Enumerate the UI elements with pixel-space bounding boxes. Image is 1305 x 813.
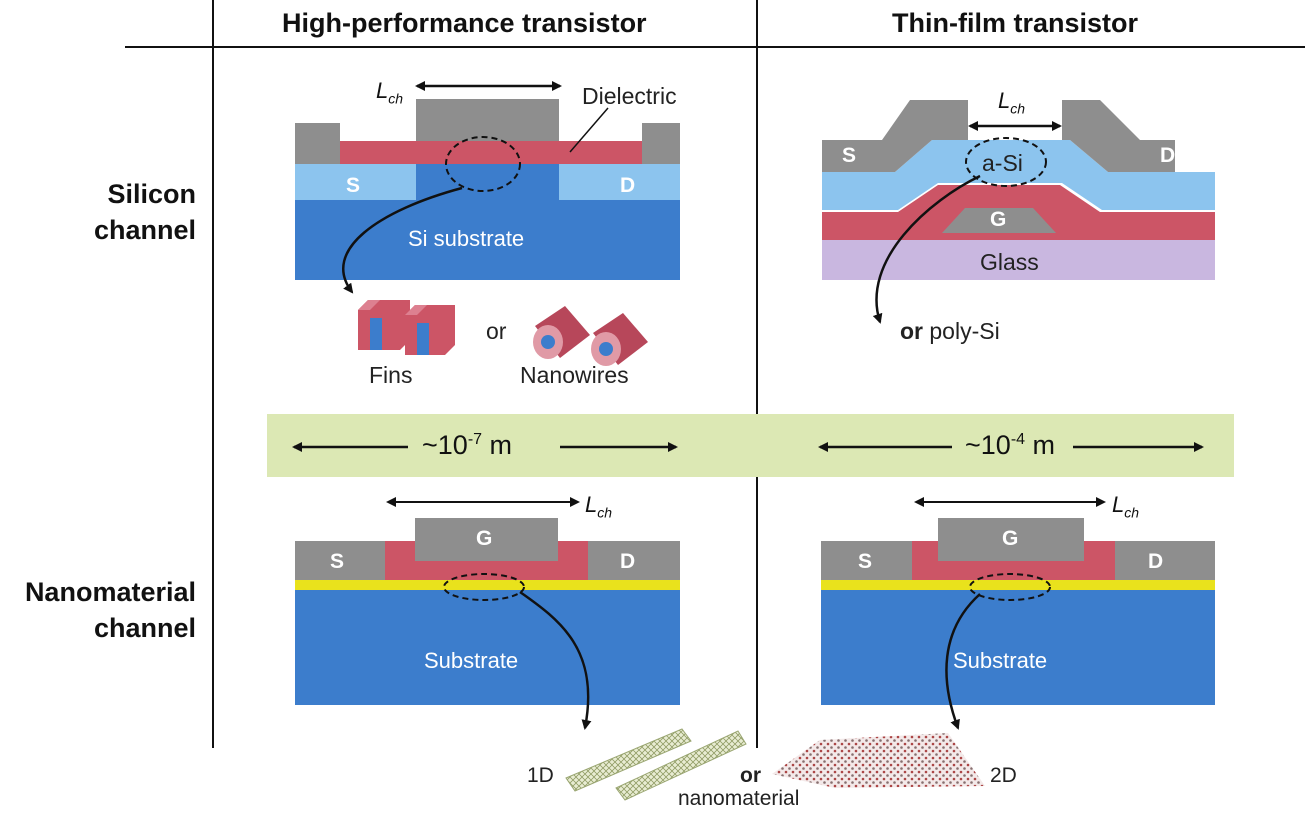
hp-si-source-label: S bbox=[346, 174, 361, 197]
tft-nano-source-label: S bbox=[858, 550, 873, 573]
tft-si-source-label: S bbox=[842, 144, 857, 167]
lch-subscript: ch bbox=[1010, 100, 1026, 117]
2d-label: 2D bbox=[990, 764, 1017, 787]
tft-nano-substrate-label: Substrate bbox=[953, 648, 1048, 673]
scale-band bbox=[267, 414, 1234, 477]
si-substrate-label: Si substrate bbox=[408, 226, 525, 251]
nanowires-illustration bbox=[533, 306, 648, 366]
tft-nano-drain-label: D bbox=[1148, 550, 1164, 573]
hp-si-lch-label: Lch bbox=[376, 78, 403, 106]
hp-silicon-device bbox=[295, 81, 680, 294]
dielectric-label: Dielectric bbox=[582, 83, 677, 109]
hp-nano-substrate-label: Substrate bbox=[424, 648, 519, 673]
tft-nano-gate-label: G bbox=[1002, 527, 1019, 550]
or-bold: or bbox=[900, 318, 923, 344]
hp-scale-label: ~10-7 m bbox=[422, 430, 512, 461]
scale-exp: -4 bbox=[1010, 431, 1026, 448]
tft-silicon-device bbox=[822, 100, 1215, 324]
row-label-nanomaterial: Nanomaterial channel bbox=[0, 574, 196, 646]
nanomaterial-caption: nanomaterial bbox=[678, 787, 800, 810]
fins-or-nanowires-label: or bbox=[486, 318, 507, 344]
nanomaterial-or-label: or bbox=[740, 764, 761, 787]
tft-si-lch-label: Lch bbox=[998, 88, 1025, 116]
scale-unit: m bbox=[482, 430, 513, 460]
tft-column-header: Thin-film transistor bbox=[892, 8, 1139, 38]
nanowires-label: Nanowires bbox=[520, 362, 629, 388]
hp-nano-device bbox=[295, 497, 680, 730]
lch-symbol: L bbox=[998, 88, 1011, 113]
scale-exp: -7 bbox=[467, 431, 483, 448]
lch-subscript: ch bbox=[388, 90, 404, 107]
hp-nano-source-label: S bbox=[330, 550, 345, 573]
hp-si-drain-label: D bbox=[620, 174, 636, 197]
scale-unit: m bbox=[1025, 430, 1056, 460]
tft-si-gate-label: G bbox=[990, 208, 1007, 231]
hp-nano-lch-label: Lch bbox=[585, 492, 612, 520]
lch-symbol: L bbox=[585, 492, 598, 517]
poly-si-text: poly-Si bbox=[923, 318, 1000, 344]
fins-label: Fins bbox=[369, 362, 413, 388]
row-label-silicon-line2: channel bbox=[93, 215, 196, 245]
tft-scale-label: ~10-4 m bbox=[965, 430, 1055, 461]
glass-label: Glass bbox=[980, 249, 1039, 275]
nanotubes-illustration bbox=[565, 728, 747, 801]
scale-base: ~10 bbox=[422, 430, 468, 460]
row-label-nano-line2: channel bbox=[93, 613, 196, 643]
hp-column-header: High-performance transistor bbox=[282, 8, 647, 38]
a-si-label: a-Si bbox=[982, 150, 1023, 176]
row-label-silicon-line1: Silicon bbox=[107, 179, 196, 209]
lch-subscript: ch bbox=[1124, 504, 1140, 521]
scale-base: ~10 bbox=[965, 430, 1011, 460]
hp-nano-drain-label: D bbox=[620, 550, 636, 573]
tft-nano-device bbox=[821, 497, 1215, 730]
hp-nano-gate-label: G bbox=[476, 527, 493, 550]
lch-subscript: ch bbox=[597, 504, 613, 521]
tft-si-drain-label: D bbox=[1160, 144, 1176, 167]
lch-symbol: L bbox=[376, 78, 389, 103]
row-label-silicon: Silicon channel bbox=[60, 176, 196, 248]
lch-symbol: L bbox=[1112, 492, 1125, 517]
tft-nano-lch-label: Lch bbox=[1112, 492, 1139, 520]
fins-illustration bbox=[358, 300, 455, 355]
row-label-nano-line1: Nanomaterial bbox=[24, 577, 196, 607]
poly-si-label: or poly-Si bbox=[900, 318, 1000, 345]
1d-label: 1D bbox=[527, 764, 554, 787]
2d-sheet-illustration bbox=[772, 733, 985, 788]
